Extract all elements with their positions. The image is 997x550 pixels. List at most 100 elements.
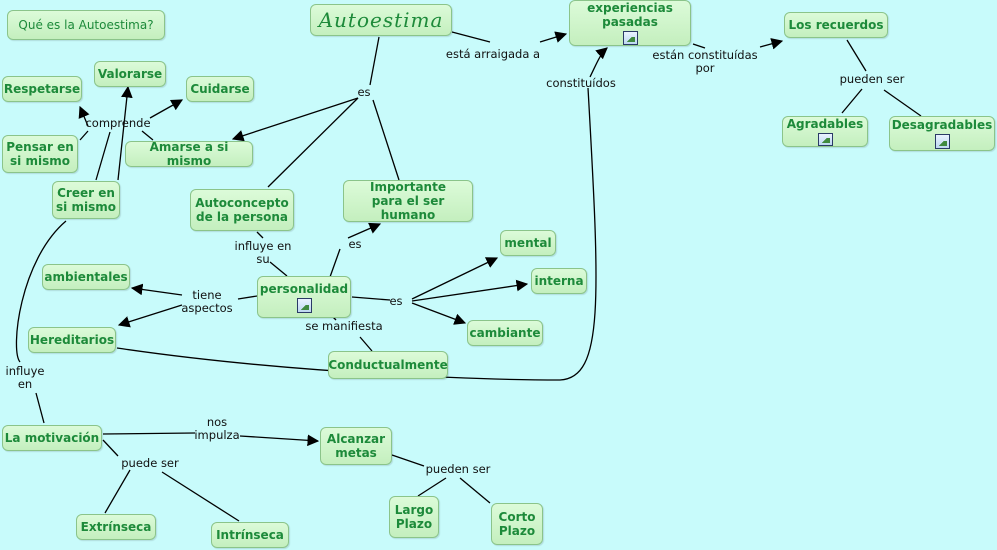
node-hereditarios[interactable]: Hereditarios xyxy=(28,327,116,353)
node-mental[interactable]: mental xyxy=(500,230,556,256)
node-valorarse[interactable]: Valorarse xyxy=(94,61,166,87)
connector-line xyxy=(411,302,467,325)
node-label: cambiante xyxy=(469,326,541,340)
linking-phrase-l-arraigada: está arraigada a xyxy=(445,47,541,61)
connector-line xyxy=(78,105,90,127)
node-label: Corto Plazo xyxy=(498,510,536,538)
node-ambientales[interactable]: ambientales xyxy=(42,264,130,290)
linking-phrase-l-manifiesta: se manifiesta xyxy=(305,319,383,333)
connector-line xyxy=(347,222,382,239)
connector-line xyxy=(130,283,183,296)
linking-phrase-l-tiene: tiene aspectos xyxy=(181,288,233,315)
node-pensar-en-si-mismo[interactable]: Pensar en si mismo xyxy=(2,135,78,173)
main-topic-autoestima[interactable]: Autoestima xyxy=(310,4,452,36)
connector-line xyxy=(692,43,706,49)
node-cambiante[interactable]: cambiante xyxy=(467,320,543,346)
node-label: Autoconcepto de la persona xyxy=(195,196,289,224)
connection-lines xyxy=(15,31,922,522)
image-icon[interactable] xyxy=(296,297,312,313)
connector-line xyxy=(239,434,320,447)
connector-line xyxy=(417,477,447,497)
linking-phrase-l-pueden1: pueden ser xyxy=(839,72,905,86)
image-icon[interactable] xyxy=(817,133,833,146)
connector-line xyxy=(451,31,491,43)
node-personalidad[interactable]: personalidad xyxy=(257,276,351,318)
connector-line xyxy=(102,439,119,457)
node-respetarse[interactable]: Respetarse xyxy=(2,76,82,102)
connector-line xyxy=(149,99,184,119)
node-cuidarse[interactable]: Cuidarse xyxy=(186,76,254,102)
node-amarse-a-si-mismo[interactable]: Amarse a si mismo xyxy=(125,140,253,168)
node-label: personalidad xyxy=(259,281,349,296)
node-los-recuerdos[interactable]: Los recuerdos xyxy=(784,12,888,38)
node-label: mental xyxy=(504,236,552,250)
connector-curve xyxy=(15,220,67,363)
node-label: Alcanzar metas xyxy=(326,432,386,460)
node-label: Amarse a si mismo xyxy=(149,140,229,168)
connector-line xyxy=(359,336,373,352)
node-label: Creer en si mismo xyxy=(56,186,116,214)
node-label: Importante para el ser humano xyxy=(370,180,446,222)
node-label: Pensar en si mismo xyxy=(6,140,74,168)
connector-line xyxy=(256,231,264,239)
node-la-motivacion[interactable]: La motivación xyxy=(2,425,102,451)
node-label: Qué es la Autoestima? xyxy=(18,18,154,32)
linking-phrase-l-es1: es xyxy=(357,85,371,99)
node-extrinseca[interactable]: Extrínseca xyxy=(76,514,156,540)
connector-line xyxy=(369,36,380,86)
image-icon[interactable] xyxy=(622,31,638,45)
connector-line xyxy=(79,130,89,141)
connector-line xyxy=(231,97,359,142)
linking-phrase-l-puede: puede ser xyxy=(121,456,179,470)
connector-line xyxy=(237,295,258,300)
linking-phrase-l-constituidas: están constituídas por xyxy=(652,48,758,75)
node-label: Conductualmente xyxy=(328,358,448,372)
node-label: Cuidarse xyxy=(190,82,250,96)
connector-line xyxy=(117,85,133,181)
node-largo-plazo[interactable]: Largo Plazo xyxy=(389,496,439,538)
connector-curve xyxy=(116,87,597,381)
connector-line xyxy=(841,88,863,114)
node-conductualmente[interactable]: Conductualmente xyxy=(328,351,448,379)
connector-line xyxy=(141,130,154,141)
connector-line xyxy=(759,38,784,50)
linking-phrase-l-impulsa: nos impulza xyxy=(194,415,240,442)
connector-line xyxy=(846,39,867,72)
node-agradables[interactable]: Agradables xyxy=(782,116,868,147)
node-desagradables[interactable]: Desagradables xyxy=(889,116,995,151)
connector-line xyxy=(102,432,196,435)
node-alcanzar-metas[interactable]: Alcanzar metas xyxy=(320,427,392,465)
image-icon[interactable] xyxy=(934,134,950,149)
node-label: experiencias pasadas xyxy=(587,1,673,29)
connector-line xyxy=(459,477,491,504)
connector-line xyxy=(104,469,131,514)
linking-phrase-l-influye-su: influye en su xyxy=(234,239,292,266)
linking-phrase-l-pueden2: pueden ser xyxy=(425,462,491,476)
node-label: Respetarse xyxy=(3,82,81,96)
node-label: interna xyxy=(534,274,584,288)
connector-line xyxy=(372,99,400,181)
node-label: Autoestima xyxy=(318,8,444,32)
connector-line xyxy=(329,248,341,278)
node-label: Desagradables xyxy=(891,118,993,132)
question-title-node[interactable]: Qué es la Autoestima? xyxy=(7,10,165,40)
node-corto-plazo[interactable]: Corto Plazo xyxy=(491,503,543,545)
node-autoconcepto[interactable]: Autoconcepto de la persona xyxy=(190,189,294,231)
node-experiencias-pasadas[interactable]: experiencias pasadas xyxy=(569,0,691,46)
node-label: La motivación xyxy=(4,431,100,445)
node-label: Agradables xyxy=(786,117,864,131)
connector-line xyxy=(883,89,922,117)
connector-line xyxy=(117,304,183,328)
node-label: Largo Plazo xyxy=(394,503,434,531)
linking-phrase-l-es2: es xyxy=(348,237,362,251)
node-creer-en-si-mismo[interactable]: Creer en si mismo xyxy=(52,181,120,219)
linking-phrase-l-comprende: comprende xyxy=(85,116,151,130)
connector-line xyxy=(391,454,425,467)
connector-line xyxy=(411,279,529,302)
connector-line xyxy=(269,261,288,277)
node-interna[interactable]: interna xyxy=(531,268,587,294)
node-importante[interactable]: Importante para el ser humano xyxy=(343,180,473,222)
node-intrinseca[interactable]: Intrínseca xyxy=(211,522,289,548)
linking-phrase-l-es3: es xyxy=(389,294,403,308)
